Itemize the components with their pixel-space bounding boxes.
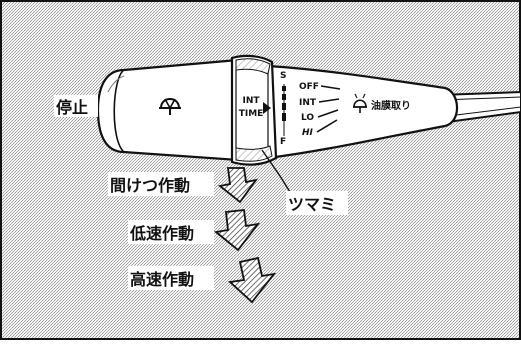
int-time-pointer-icon	[263, 102, 271, 114]
arrow-high-speed-icon	[227, 256, 277, 304]
arrow-low-speed-icon	[213, 209, 261, 252]
knob-label-bg	[286, 191, 348, 215]
washer-label: 油膜取り	[371, 99, 411, 112]
knob-leader-line	[261, 149, 291, 193]
arrow-1-label-bg	[108, 172, 214, 196]
arrow-3-label-bg	[128, 266, 214, 290]
arrow-2-label: 低速作動	[129, 224, 194, 243]
int-time-label-line2: TIME	[239, 109, 264, 119]
position-lo-label: LO	[301, 113, 314, 123]
arrow-3-label: 高速作動	[130, 270, 194, 289]
rotary-ring	[230, 54, 278, 166]
knob-label: ツマミ	[288, 195, 336, 214]
stop-label: 停止	[56, 98, 88, 117]
stop-label-bg	[54, 95, 98, 117]
int-time-label-line1: INT	[242, 96, 260, 106]
position-hi-label: HI	[302, 128, 314, 138]
wiper-washer-icon	[353, 93, 367, 113]
position-off-label: OFF	[299, 82, 319, 92]
arrow-2-label-bg	[128, 220, 214, 244]
ring-scale-marks	[282, 84, 286, 136]
position-int-label: INT	[299, 98, 317, 108]
arrow-intermittent-icon	[217, 167, 259, 204]
ring-f-mark: F	[280, 137, 286, 147]
wiper-icon	[159, 98, 181, 115]
arrow-1-label: 間けつ作動	[110, 176, 190, 195]
ring-s-mark: S	[280, 71, 286, 81]
stalk-body	[266, 64, 459, 160]
stalk-end-cap	[96, 58, 240, 162]
position-detent-lines	[316, 85, 341, 133]
